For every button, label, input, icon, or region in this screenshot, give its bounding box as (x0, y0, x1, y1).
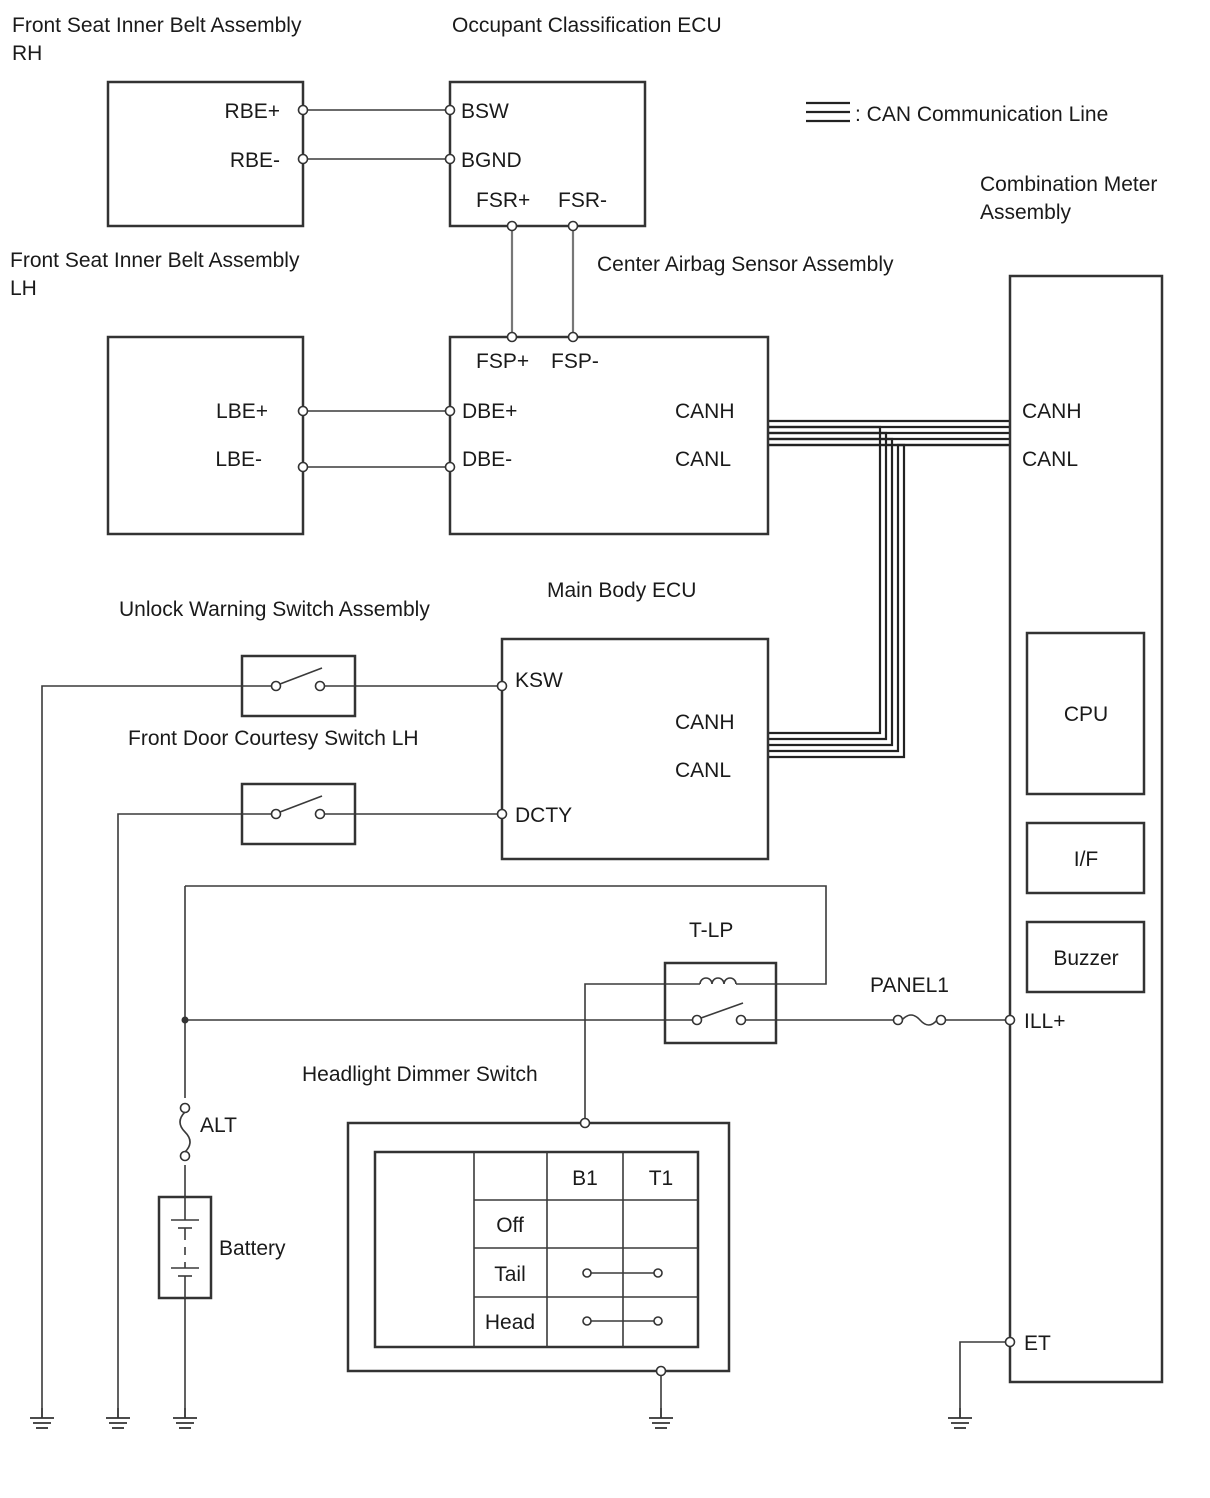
main-body-pin-canl: CANL (675, 759, 731, 782)
fuse-alt-title: ALT (200, 1114, 237, 1137)
door-switch-title: Front Door Courtesy Switch LH (128, 727, 419, 750)
airbag-sensor: Center Airbag Sensor Assembly FSP+ FSP- … (444, 253, 894, 536)
meter-pin-canh: CANH (1022, 400, 1082, 423)
battery-title: Battery (219, 1237, 286, 1260)
belt-lh-box (106, 335, 305, 536)
meter-pin-et: ET (1024, 1332, 1051, 1355)
wires (41, 109, 1087, 1408)
door-switch: Front Door Courtesy Switch LH (128, 727, 419, 846)
main-body-ecu-title: Main Body ECU (547, 579, 696, 602)
fuse-panel1-title: PANEL1 (870, 974, 949, 997)
belt-lh: Front Seat Inner Belt Assembly LH LBE+ L… (10, 249, 309, 536)
airbag-sensor-box (448, 335, 770, 536)
occupant-ecu-title: Occupant Classification ECU (452, 14, 722, 37)
unlock-switch: Unlock Warning Switch Assembly (119, 598, 430, 718)
ground-ksw (30, 1408, 54, 1429)
unlock-switch-title: Unlock Warning Switch Assembly (119, 598, 430, 621)
fuse-panel1-element (901, 1014, 938, 1026)
relay-contact (700, 1002, 744, 1019)
belt-rh: Front Seat Inner Belt Assembly RH RBE+ R… (12, 14, 309, 228)
dimmer-row-tail: Tail (494, 1263, 526, 1286)
pin-lbe-minus: LBE- (215, 448, 262, 471)
ground-battery (173, 1408, 197, 1429)
meter-if-label: I/F (1074, 848, 1099, 871)
can-bus (768, 419, 1010, 759)
unlock-switch-blade (279, 667, 323, 685)
fuse-panel1: PANEL1 (870, 974, 949, 1026)
meter-title-2: Assembly (980, 201, 1072, 224)
dimmer-switch-table (373, 1150, 700, 1349)
ground-dimmer (649, 1408, 673, 1429)
wire-relay-coil-return (584, 983, 665, 1123)
pin-bgnd: BGND (461, 149, 522, 172)
meter-if-box (1025, 821, 1146, 895)
meter-title: Combination Meter (980, 173, 1157, 196)
door-switch-blade (279, 795, 323, 813)
pin-bsw: BSW (461, 100, 509, 123)
belt-lh-title: Front Seat Inner Belt Assembly (10, 249, 300, 272)
dimmer-row-off: Off (496, 1214, 524, 1237)
main-body-pin-canh: CANH (675, 711, 735, 734)
relay-coil (699, 977, 737, 985)
belt-rh-box (106, 80, 305, 228)
junction-dot (181, 1016, 189, 1024)
meter-pin-canl: CANL (1022, 448, 1078, 471)
wire-ksw (41, 685, 242, 1408)
ground-dcty (106, 1408, 130, 1429)
pin-fsp-minus: FSP- (551, 350, 599, 373)
dimmer-row-head: Head (485, 1311, 535, 1334)
relay-tlp: T-LP (663, 919, 778, 1045)
legend: : CAN Communication Line (806, 101, 1108, 126)
dimmer-head-continuity (582, 1316, 663, 1326)
combination-meter: Combination Meter Assembly CANH CANL CPU… (980, 173, 1164, 1384)
belt-lh-title-2: LH (10, 277, 37, 300)
dimmer-tail-continuity (582, 1268, 663, 1278)
dimmer-switch: Headlight Dimmer Switch B1 T1 Off Tail H… (302, 1063, 731, 1377)
meter-cpu-label: CPU (1064, 703, 1108, 726)
main-body-ecu-box (500, 637, 770, 861)
wire-et-ground (959, 1341, 1010, 1408)
pin-dbe-plus: DBE+ (462, 400, 517, 423)
meter-cpu-box (1025, 631, 1146, 796)
airbag-sensor-title: Center Airbag Sensor Assembly (597, 253, 894, 276)
pin-fsr-minus: FSR- (558, 189, 607, 212)
pin-rbe-minus: RBE- (230, 149, 280, 172)
relay-box (663, 961, 778, 1045)
pin-fsr-plus: FSR+ (476, 189, 530, 212)
dimmer-col-t1: T1 (649, 1167, 674, 1190)
ground-et (948, 1408, 972, 1429)
occupant-ecu-box (448, 80, 647, 228)
wire-relay-coil-feed (185, 885, 827, 985)
airbag-pin-canh: CANH (675, 400, 735, 423)
meter-buzzer-label: Buzzer (1053, 947, 1118, 970)
meter-buzzer-box (1025, 920, 1146, 994)
dimmer-col-b1: B1 (572, 1167, 598, 1190)
wire-dcty (117, 813, 242, 1408)
relay-title: T-LP (689, 919, 733, 942)
belt-rh-title: Front Seat Inner Belt Assembly (12, 14, 302, 37)
fuse-alt: ALT (179, 1102, 237, 1162)
occupant-ecu: Occupant Classification ECU BSW BGND FSR… (444, 14, 722, 232)
pin-dcty: DCTY (515, 804, 572, 827)
pin-fsp-plus: FSP+ (476, 350, 529, 373)
meter-pin-ill: ILL+ (1024, 1010, 1065, 1033)
battery: Battery (157, 1195, 286, 1300)
pin-ksw: KSW (515, 669, 563, 692)
pin-dbe-minus: DBE- (462, 448, 512, 471)
pin-rbe-plus: RBE+ (225, 100, 280, 123)
main-body-ecu: Main Body ECU KSW CANH CANL DCTY (496, 579, 770, 861)
belt-rh-title-2: RH (12, 42, 42, 65)
pin-lbe-plus: LBE+ (216, 400, 268, 423)
dimmer-switch-title: Headlight Dimmer Switch (302, 1063, 538, 1086)
fuse-alt-element (179, 1111, 191, 1153)
airbag-pin-canl: CANL (675, 448, 731, 471)
legend-text: : CAN Communication Line (855, 103, 1108, 126)
